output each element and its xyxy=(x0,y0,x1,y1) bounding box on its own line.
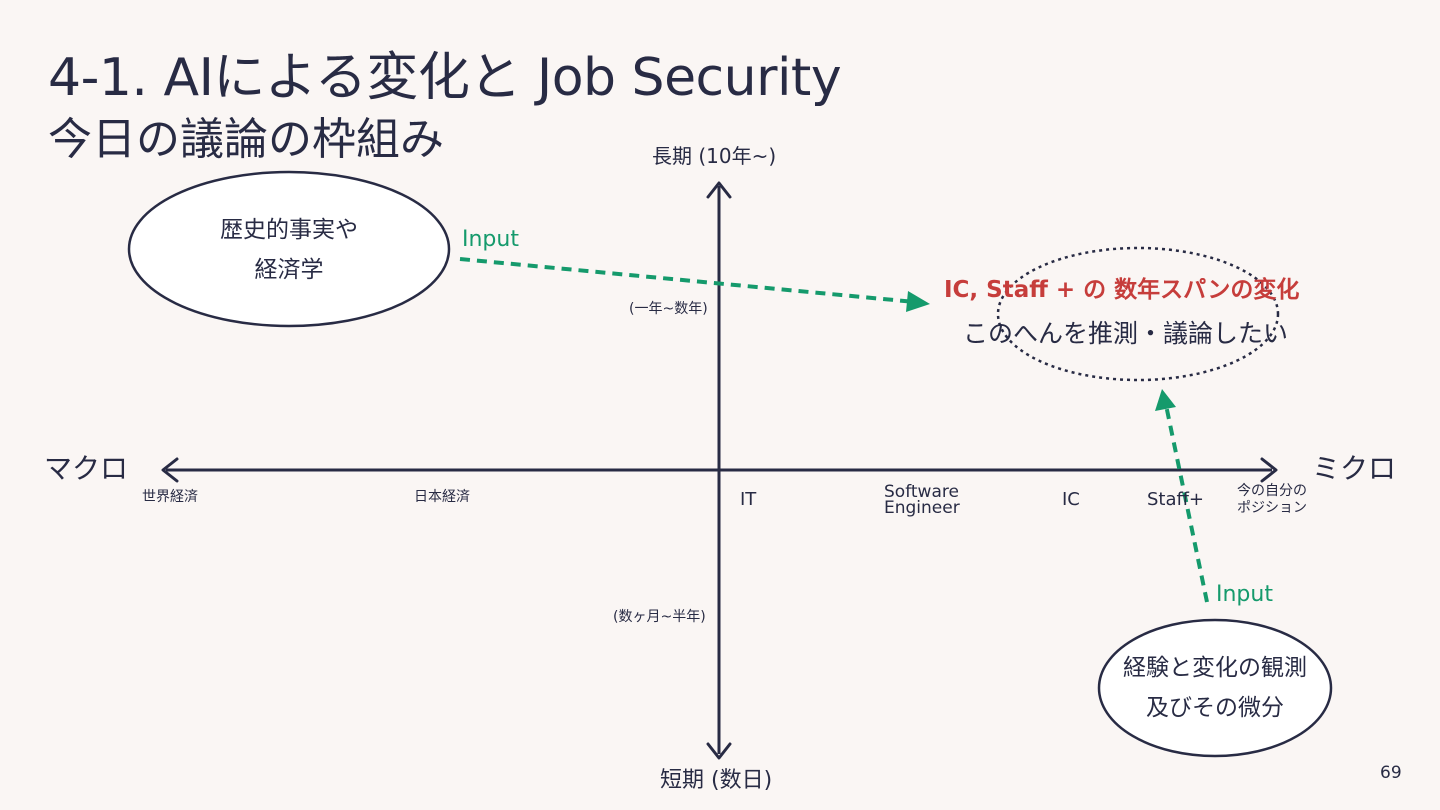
axis-label-micro: ミクロ xyxy=(1312,452,1397,485)
input-arrow-bottom-head xyxy=(1155,389,1176,411)
x-label-it: IT xyxy=(740,489,757,510)
x-label-world-economy: 世界経済 xyxy=(142,489,198,505)
history-node-text: 歴史的事実や 経済学 xyxy=(189,210,389,290)
x-label-staff-plus: Staff+ xyxy=(1147,489,1204,510)
x-label-software-engineer-line1: Software xyxy=(884,482,959,502)
history-node-line1: 歴史的事実や xyxy=(220,217,358,243)
x-label-software-engineer-line2: Engineer xyxy=(884,498,960,518)
focus-ellipse xyxy=(996,246,1280,382)
x-label-japan-economy: 日本経済 xyxy=(414,489,470,505)
input-arrow-top-head xyxy=(906,291,930,312)
slide-title: 4-1. AIによる変化と Job Security xyxy=(48,48,842,108)
experience-node-line1: 経験と変化の観測 xyxy=(1123,655,1307,681)
page-number: 69 xyxy=(1380,763,1402,783)
focus-subtitle: このへんを推測・議論したい xyxy=(963,319,1289,348)
axis-label-years: (一年~数年) xyxy=(629,301,708,317)
history-node-line2: 経済学 xyxy=(254,257,324,283)
x-label-ic: IC xyxy=(1062,489,1080,510)
x-label-current-position-line1: 今の自分の xyxy=(1237,483,1307,499)
experience-ellipse xyxy=(1097,618,1333,758)
x-label-current-position-line2: ポジション xyxy=(1237,500,1307,516)
horizontal-axis-arrow-right xyxy=(1260,457,1278,483)
axis-label-months: (数ヶ月~半年) xyxy=(613,609,706,625)
axis-label-long-term: 長期 (10年~) xyxy=(652,144,777,168)
input-label-bottom: Input xyxy=(1216,582,1273,607)
vertical-axis-arrow-bottom xyxy=(706,742,732,760)
input-arrow-top-line xyxy=(459,257,916,304)
axis-label-macro: マクロ xyxy=(44,452,129,485)
axis-label-short-term: 短期 (数日) xyxy=(660,768,773,793)
x-label-software-engineer: Software Engineer xyxy=(884,482,960,518)
slide-subtitle: 今日の議論の枠組み xyxy=(48,114,444,165)
history-ellipse xyxy=(127,170,451,328)
focus-title: IC, Staff + の 数年スパンの変化 xyxy=(944,277,1300,303)
vertical-axis-arrow-top xyxy=(706,181,732,199)
input-label-top: Input xyxy=(462,227,519,252)
experience-node-text: 経験と変化の観測 及びその微分 xyxy=(1100,648,1330,728)
horizontal-axis-arrow-left xyxy=(161,457,179,483)
x-label-current-position: 今の自分の ポジション xyxy=(1237,483,1307,517)
experience-node-line2: 及びその微分 xyxy=(1146,695,1284,721)
